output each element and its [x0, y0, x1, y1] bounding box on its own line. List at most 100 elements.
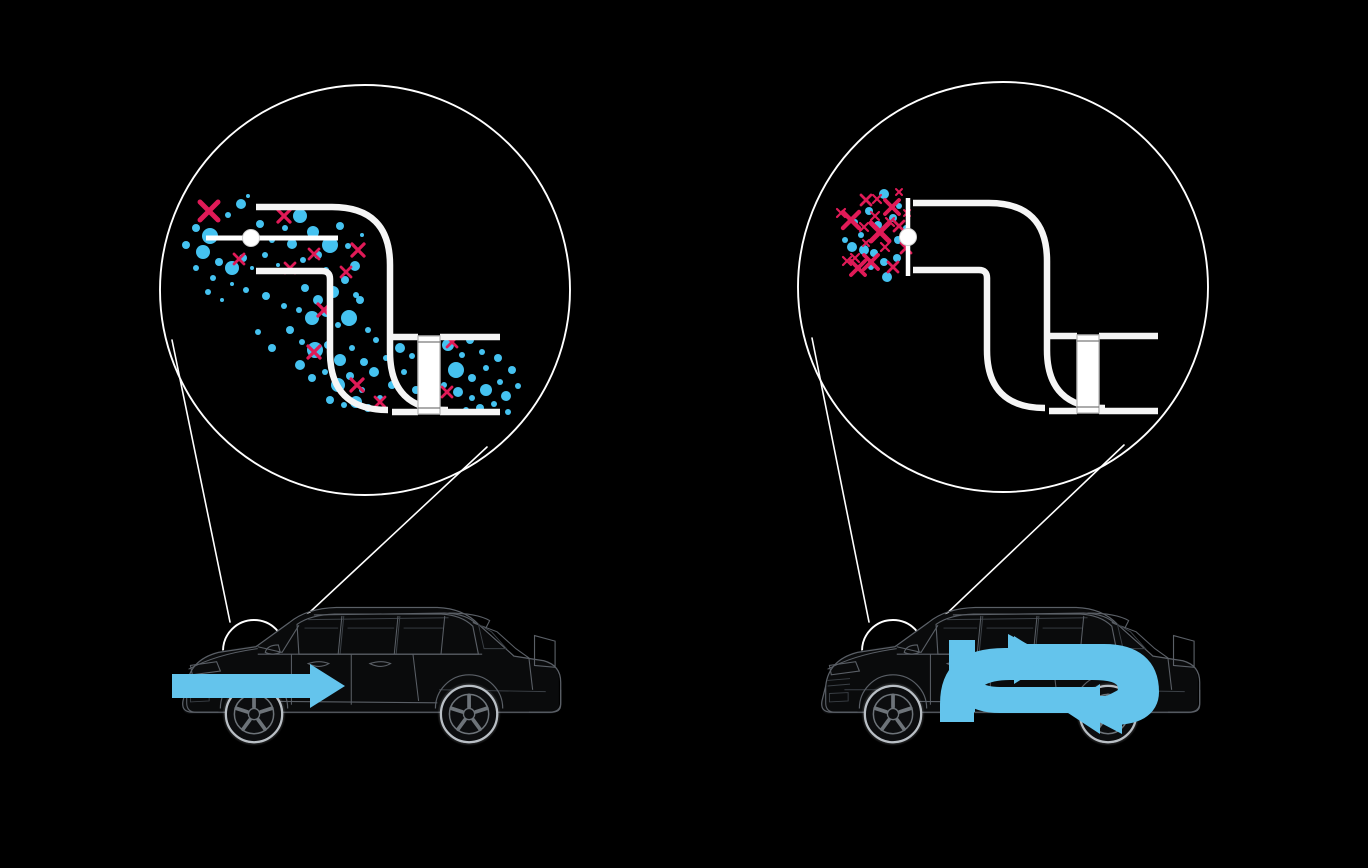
particle-dot — [353, 292, 359, 298]
particle-dot — [395, 343, 405, 353]
rear-wheel — [437, 682, 501, 746]
front-wheel — [861, 682, 925, 746]
particle-x — [892, 219, 906, 233]
car-fog-lamp — [828, 692, 849, 703]
particle-dot — [479, 349, 485, 355]
particle-dot — [301, 284, 309, 292]
duct-wall-lower-left — [256, 267, 389, 414]
particle-dot — [508, 366, 516, 374]
loop-arrow-body — [949, 634, 1160, 734]
car-mirror — [903, 644, 920, 655]
car-pillar — [978, 615, 984, 655]
particle-dot — [230, 282, 234, 286]
particle-dot — [293, 209, 307, 223]
particle-dot — [401, 369, 407, 375]
car-door-handle-rear — [368, 661, 392, 667]
particle-x — [862, 253, 880, 271]
particle-x — [849, 259, 867, 277]
particle-dot — [300, 257, 306, 263]
particle-dot — [515, 383, 521, 389]
particle-dot — [205, 289, 211, 295]
particle-dot — [196, 245, 210, 259]
particle-x — [440, 385, 454, 399]
car-rear-glass — [1116, 623, 1147, 650]
particle-x — [884, 216, 896, 228]
particle-dot — [308, 374, 316, 382]
particle-dot — [345, 243, 351, 249]
air-duct-left — [182, 194, 521, 416]
particle-dot — [262, 292, 270, 300]
particle-dot — [236, 199, 246, 209]
car-rear-glass — [477, 623, 508, 650]
particle-dot — [483, 365, 489, 371]
car-front-bumper — [186, 686, 219, 713]
car-pillar — [339, 615, 345, 655]
cabin-air-filter-left — [417, 335, 441, 415]
car-rear-spoiler — [1087, 612, 1130, 629]
car-mirror — [264, 644, 281, 655]
particle-dot — [322, 369, 328, 375]
particle-dot — [326, 396, 334, 404]
car-wheel-arch-front — [858, 674, 928, 709]
car-silhouette — [182, 606, 562, 713]
particle-dot — [307, 226, 319, 238]
particle-x — [859, 193, 873, 207]
particle-x — [197, 199, 221, 223]
particle-dot — [281, 303, 287, 309]
particle-x — [862, 239, 870, 247]
particle-x — [835, 207, 847, 219]
particle-dot — [893, 254, 901, 262]
particle-dot — [334, 354, 346, 366]
particle-x — [306, 344, 322, 360]
particle-dot — [192, 224, 200, 232]
intake-flap-left-open — [206, 229, 338, 247]
magnifier-circle-right — [797, 81, 1209, 493]
particle-cloud-outside-right — [835, 188, 913, 282]
particle-dot — [880, 258, 888, 266]
particle-x — [849, 252, 861, 264]
particle-dot — [256, 220, 264, 228]
particle-dot — [305, 311, 319, 325]
particle-dot — [295, 360, 305, 370]
cabin-air-filter-right — [1076, 334, 1100, 414]
particle-dot — [341, 276, 349, 284]
car-grille — [827, 678, 851, 687]
car-headlight — [828, 661, 861, 676]
particle-dot — [276, 263, 280, 267]
particle-dot — [286, 326, 294, 334]
particle-x — [373, 395, 387, 409]
particle-dot — [448, 362, 464, 378]
particle-dot — [882, 272, 892, 282]
car-pillar — [976, 615, 982, 655]
particle-dot — [210, 275, 216, 281]
particle-dot — [250, 266, 254, 270]
particle-dot — [360, 233, 364, 237]
particle-dot — [501, 391, 511, 401]
particle-dot — [409, 353, 415, 359]
duct-wall-lower-right — [913, 266, 1046, 412]
duct-wall-upper-right — [913, 199, 1106, 412]
particle-x — [883, 198, 901, 216]
particle-dot — [480, 384, 492, 396]
car-door-handle-front — [306, 661, 331, 667]
particle-dot — [193, 265, 199, 271]
particle-dot — [373, 337, 379, 343]
car-hood — [188, 648, 258, 670]
particle-x — [841, 255, 853, 267]
particle-dot — [225, 261, 239, 275]
car-tailgate — [1120, 625, 1173, 690]
particle-dot — [268, 344, 276, 352]
car-rear-bumper — [528, 689, 562, 713]
particle-dot — [360, 358, 368, 366]
particle-dot — [341, 402, 347, 408]
car-rear-bumper — [1167, 689, 1201, 713]
particle-dot — [282, 225, 288, 231]
particle-dot — [469, 395, 475, 401]
car-rear-spoiler — [448, 612, 491, 629]
particle-dot — [299, 339, 305, 345]
magnifier-circle-left — [159, 84, 571, 496]
particle-dot — [336, 222, 344, 230]
